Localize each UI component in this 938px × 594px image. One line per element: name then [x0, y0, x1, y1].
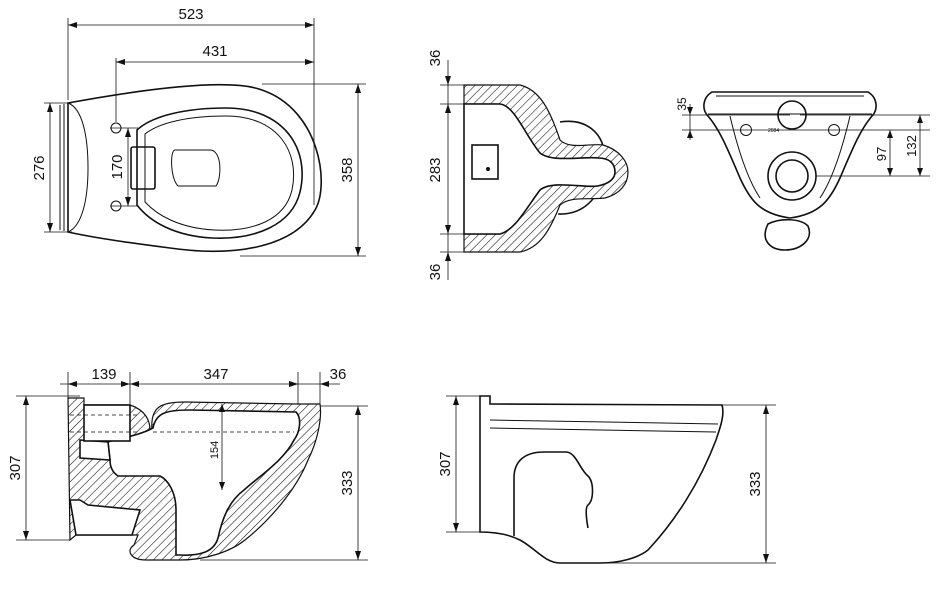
back-view-dimensions: 35 97 132	[675, 97, 930, 177]
dim-rear-width: 276	[31, 155, 48, 180]
side-section-dimensions: 139 347 36 307 333 154	[7, 366, 368, 561]
back-view-outline: 2084	[703, 91, 877, 251]
side-view: 307 333	[437, 395, 776, 564]
top-view-outline	[59, 83, 322, 253]
rear-section-view: 36 283 36	[427, 50, 629, 281]
side-section-view: 139 347 36 307 333 154	[7, 366, 368, 561]
dim-overall-height: 333	[339, 470, 356, 495]
dim-bottom-rim: 36	[427, 264, 444, 281]
dim-water-depth: 154	[209, 441, 221, 459]
rear-section-dimensions: 36 283 36	[427, 50, 520, 281]
dim-rear-depth: 139	[91, 366, 116, 383]
side-section-outline	[67, 397, 322, 561]
dim-overall-width: 358	[339, 157, 356, 182]
top-view-dimensions: 523 431 276 170 358	[31, 6, 366, 257]
dim-inner-height: 283	[427, 157, 444, 182]
side-view-dimensions: 307 333	[437, 395, 776, 564]
svg-text:2084: 2084	[768, 128, 779, 134]
dim-side-rear-height: 307	[437, 451, 454, 476]
dim-rear-height: 307	[7, 455, 24, 480]
rear-section-outline	[463, 84, 629, 253]
dim-side-overall-height: 333	[747, 471, 764, 496]
dim-fixing-to-front: 431	[202, 43, 227, 60]
dim-fixing-spacing: 170	[109, 154, 126, 179]
top-view: 523 431 276 170 358	[31, 6, 366, 257]
side-view-outline	[479, 395, 724, 564]
dim-inlet-offset: 35	[675, 97, 689, 111]
back-view: 2084 35 97 132	[675, 91, 930, 251]
dim-outlet-total: 132	[904, 135, 919, 157]
dim-top-rim: 36	[427, 50, 444, 67]
dim-overall-length: 523	[178, 6, 203, 23]
dim-bowl-length: 347	[203, 366, 228, 383]
dim-front-rim: 36	[330, 366, 347, 383]
dim-outlet-center: 97	[874, 147, 889, 161]
